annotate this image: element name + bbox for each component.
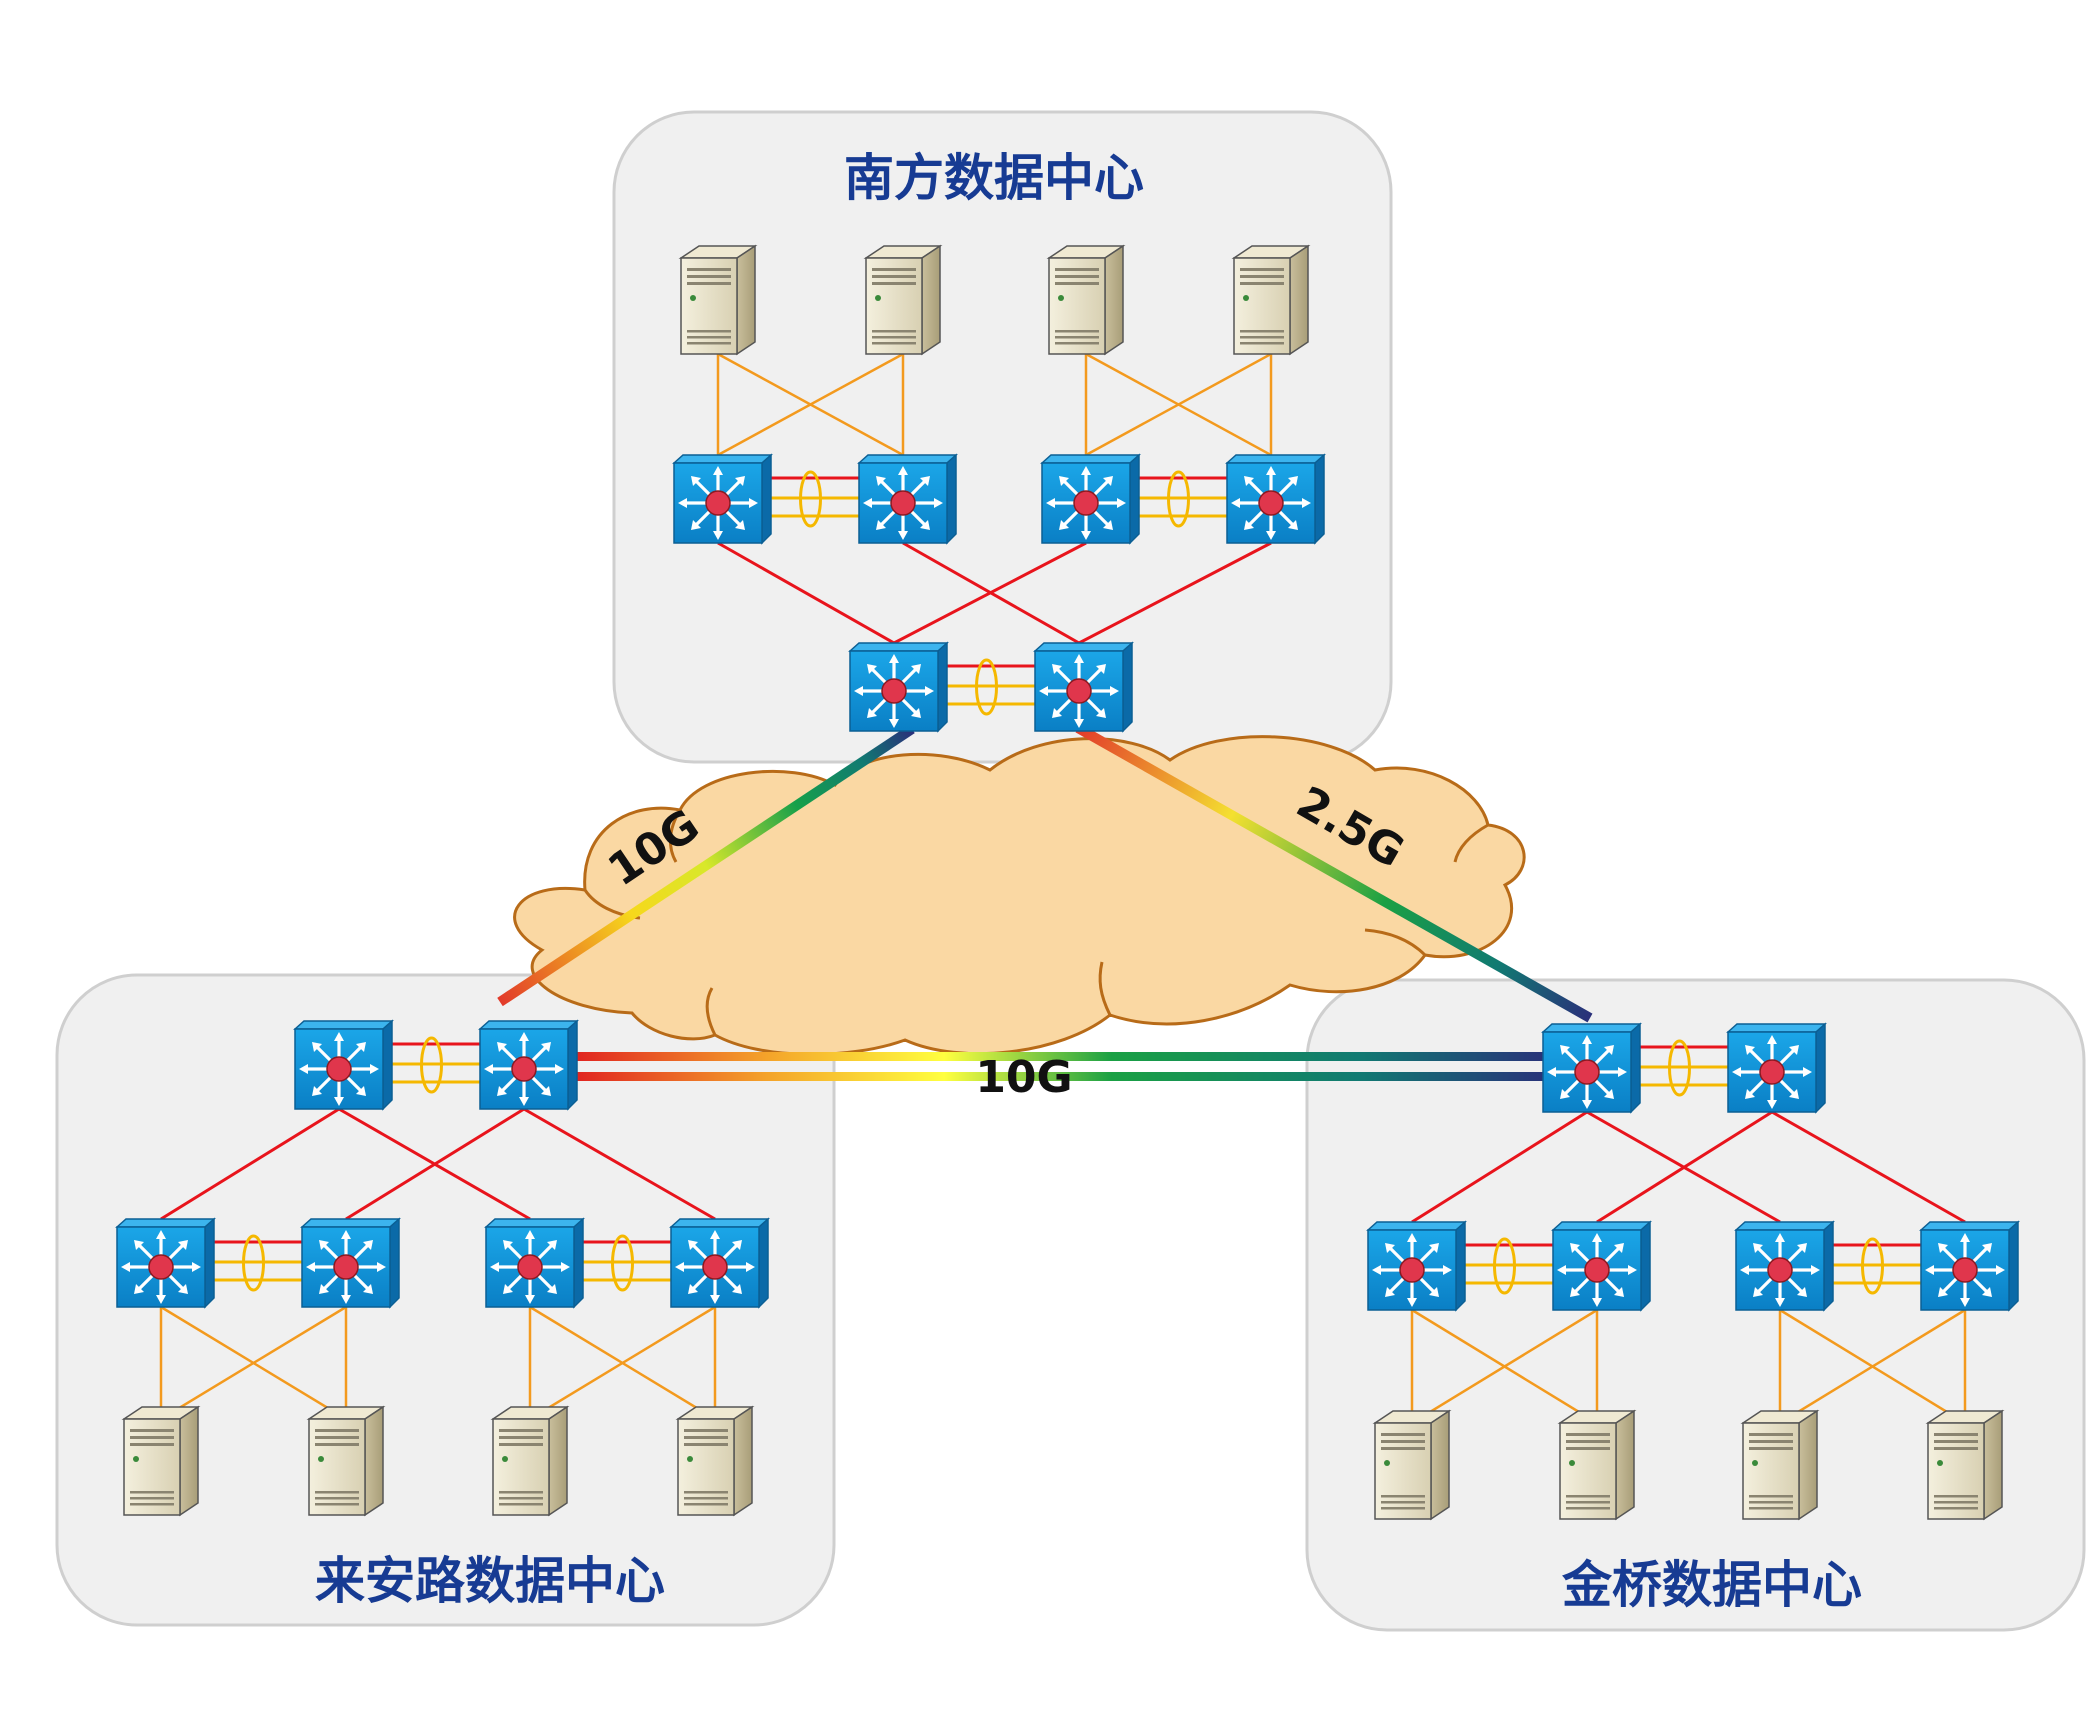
server-icon (865, 245, 941, 355)
server-icon (1233, 245, 1309, 355)
server-link (1779, 1308, 1966, 1425)
link-bundle-icon (242, 1234, 265, 1292)
server-link (529, 1305, 716, 1421)
wan-link-laian-jinqiao-a (570, 1052, 1555, 1061)
wan-link-south-jinqiao (1075, 723, 1593, 1023)
server-icon (1742, 1410, 1818, 1520)
datacenter-panel-laian (55, 973, 836, 1627)
link-bundle-icon (1668, 1039, 1691, 1097)
link-bundle-icon (799, 470, 822, 528)
uplink (1771, 1110, 1966, 1224)
switch-icon (484, 1217, 585, 1309)
wan-link-south-laian (497, 724, 915, 1007)
switch-icon (115, 1217, 216, 1309)
switch-icon (672, 453, 773, 545)
datacenter-panel-jinqiao (1305, 978, 2086, 1632)
uplink (523, 1107, 716, 1221)
switch-icon (293, 1019, 394, 1111)
link-bundle-icon (611, 1234, 634, 1292)
server-icon (123, 1406, 199, 1516)
switch-icon (1541, 1022, 1642, 1114)
server-icon (680, 245, 756, 355)
switch-icon (1225, 453, 1326, 545)
uplink (1411, 1110, 1588, 1224)
datacenter-panels (55, 110, 2086, 1632)
server-icon (1559, 1410, 1635, 1520)
switch-icon (1551, 1220, 1652, 1312)
switch-icon (1033, 641, 1134, 733)
uplink (1078, 541, 1272, 645)
switch-icon (857, 453, 958, 545)
uplink (1596, 1110, 1773, 1224)
server-icon (1048, 245, 1124, 355)
link-bundle-icon (1493, 1237, 1516, 1295)
server-icon (308, 1406, 384, 1516)
switch-icon (848, 641, 949, 733)
link-label-laian-jinqiao: 10G (975, 1052, 1072, 1103)
link-bundle-icon (1167, 470, 1190, 528)
switch-icon (478, 1019, 579, 1111)
local-links (159, 352, 1967, 1425)
datacenter-title-south: 南方数据中心 (844, 149, 1144, 207)
uplink (717, 541, 895, 645)
uplink (345, 1107, 525, 1221)
uplink (160, 1107, 340, 1221)
link-bundle-icon (975, 658, 998, 716)
switch-icon (1726, 1022, 1827, 1114)
server-icon (677, 1406, 753, 1516)
switch-icon (1734, 1220, 1835, 1312)
server-icon (1927, 1410, 2003, 1520)
server-link (717, 352, 904, 457)
switch-icon (300, 1217, 401, 1309)
server-icon (1374, 1410, 1450, 1520)
link-bundle-icon (420, 1036, 443, 1094)
switch-icon (1919, 1220, 2020, 1312)
server-link (1411, 1308, 1598, 1425)
switch-icon (1040, 453, 1141, 545)
datacenter-title-jinqiao: 金桥数据中心 (1562, 1556, 1862, 1614)
link-bundle-icon (1861, 1237, 1884, 1295)
uplink (902, 541, 1080, 645)
switch-icon (1366, 1220, 1467, 1312)
wan-links (497, 723, 1593, 1081)
server-link (1085, 352, 1272, 457)
datacenter-title-laian: 来安路数据中心 (315, 1552, 665, 1610)
server-link (160, 1305, 347, 1421)
server-icon (492, 1406, 568, 1516)
switch-icon (669, 1217, 770, 1309)
wan-link-laian-jinqiao-b (570, 1072, 1555, 1081)
